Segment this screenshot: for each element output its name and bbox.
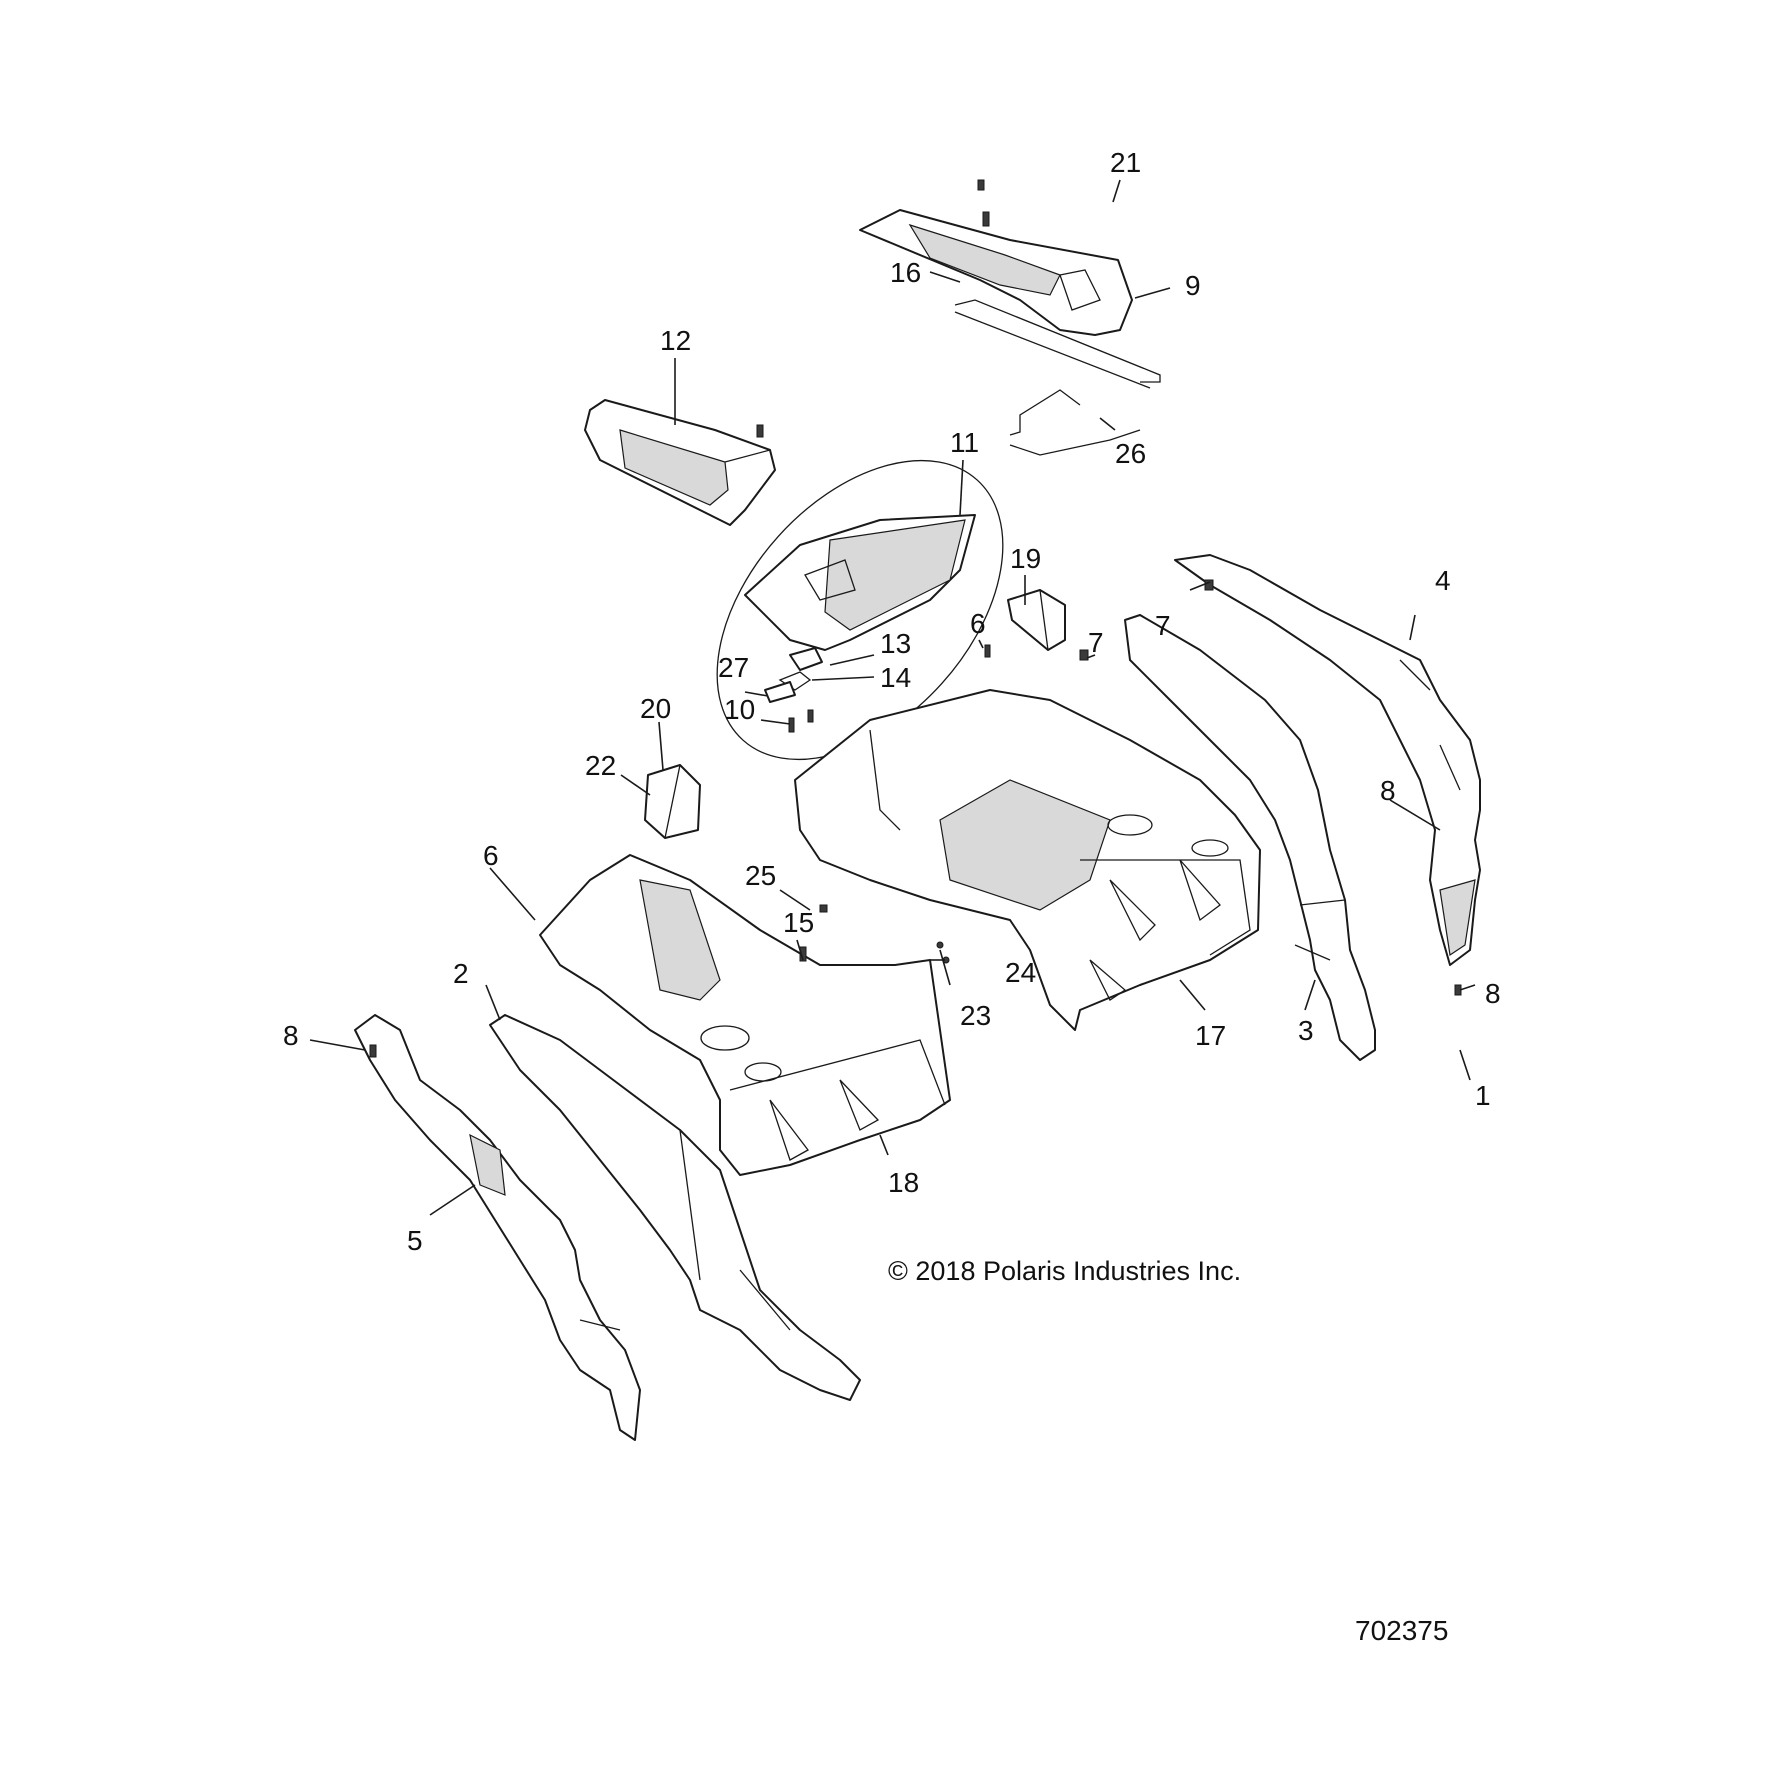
part-18-front-floor-tub	[539, 854, 951, 1176]
part-20-duct	[644, 764, 701, 839]
callout-9: 9	[1185, 270, 1201, 301]
callout-5: 5	[407, 1225, 423, 1256]
callout-20: 20	[640, 693, 671, 724]
callout-24: 24	[1005, 957, 1036, 988]
drawing-number: 702375	[1355, 1615, 1448, 1646]
part-3-right-lower-panel	[1124, 614, 1376, 1061]
part-10-screw	[788, 709, 814, 733]
part-27-bracket	[764, 681, 796, 703]
callout-14: 14	[880, 662, 911, 693]
part-26-seal-strip	[1009, 389, 1141, 456]
callout-6-lower: 6	[483, 840, 499, 871]
part-16-seal-strip	[954, 299, 1161, 389]
callout-23: 23	[960, 1000, 991, 1031]
callout-labels: 21 9 16 26 12 11 19 13 14 27 10 20 22 6 …	[283, 147, 1501, 1256]
callout-16: 16	[890, 257, 921, 288]
part-13-latch	[789, 647, 823, 671]
callout-2: 2	[453, 958, 469, 989]
fasteners	[369, 179, 1462, 1058]
callout-3: 3	[1298, 1015, 1314, 1046]
callout-8-right-lower: 8	[1485, 978, 1501, 1009]
callout-27: 27	[718, 652, 749, 683]
part-9-storage-cover	[859, 209, 1133, 336]
callout-12: 12	[660, 325, 691, 356]
callout-8-right-upper: 8	[1380, 775, 1396, 806]
callout-6-upper: 6	[970, 608, 986, 639]
part-5-left-upper-panel	[354, 1014, 641, 1441]
callout-7-right: 7	[1155, 610, 1171, 641]
callout-7-center: 7	[1088, 627, 1104, 658]
part-19-duct	[1007, 589, 1066, 651]
callout-19: 19	[1010, 543, 1041, 574]
callout-11: 11	[950, 427, 979, 458]
callout-4: 4	[1435, 565, 1451, 596]
callout-17: 17	[1195, 1020, 1226, 1051]
copyright-notice: © 2018 Polaris Industries Inc.	[888, 1256, 1241, 1286]
callout-18: 18	[888, 1167, 919, 1198]
leader-lines	[309, 179, 1476, 1216]
part-11-storage-tray	[716, 459, 1004, 761]
callout-13: 13	[880, 628, 911, 659]
part-12-storage-cover	[584, 399, 776, 526]
callout-21: 21	[1110, 147, 1141, 178]
part-2-left-lower-panel	[489, 1014, 861, 1401]
callout-22: 22	[585, 750, 616, 781]
callout-10: 10	[724, 694, 755, 725]
part-17-rear-floor-tub	[794, 689, 1261, 1031]
callout-25: 25	[745, 860, 776, 891]
callout-15: 15	[783, 907, 814, 938]
callout-1: 1	[1475, 1080, 1491, 1111]
part-4-right-upper-panel	[1174, 554, 1481, 966]
callout-8-left: 8	[283, 1020, 299, 1051]
callout-26: 26	[1115, 438, 1146, 469]
